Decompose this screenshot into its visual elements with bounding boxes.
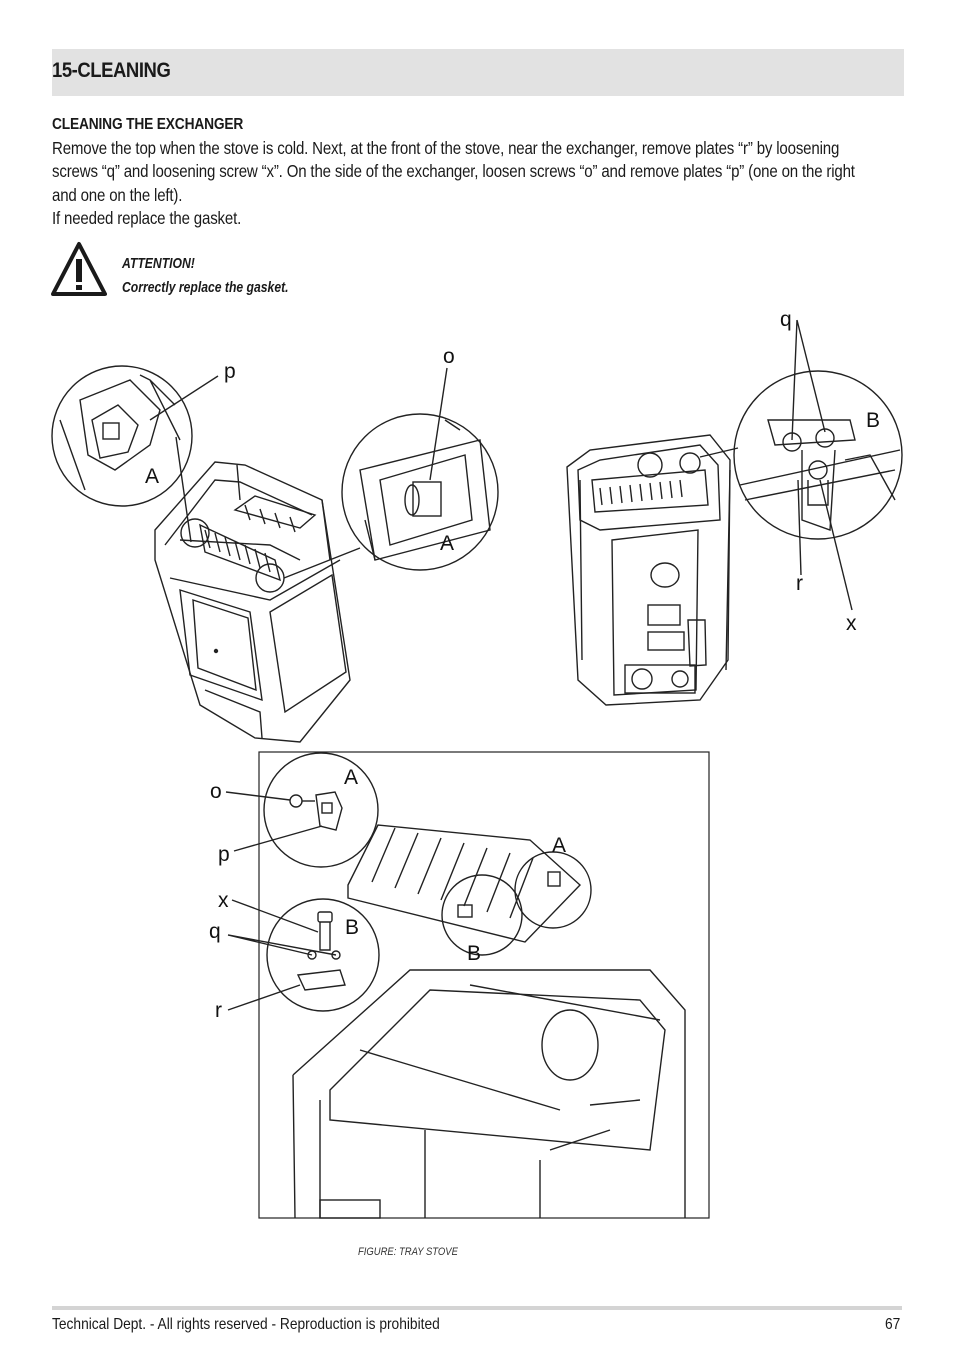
leader-lines-bottom xyxy=(225,791,337,1011)
label-p: p xyxy=(224,360,236,383)
label-o: o xyxy=(210,780,222,803)
label-x: x xyxy=(218,889,229,912)
label-b: B xyxy=(467,942,481,965)
label-b: B xyxy=(866,409,880,432)
instruction-line: Remove the top when the stove is cold. N… xyxy=(52,138,840,158)
footer-text: Technical Dept. - All rights reserved - … xyxy=(52,1316,440,1333)
label-q: q xyxy=(209,920,221,943)
exploded-view-drawing xyxy=(263,752,686,1219)
figure-caption: FIGURE: TRAY STOVE xyxy=(358,1246,458,1258)
subsection-heading: CLEANING THE EXCHANGER xyxy=(52,116,244,133)
exploded-view-frame xyxy=(258,751,710,1219)
label-o: o xyxy=(443,345,455,368)
attention-title: ATTENTION! xyxy=(122,256,195,272)
footer-divider xyxy=(52,1306,902,1310)
label-x: x xyxy=(846,612,857,635)
instruction-text: Remove the top when the stove is cold. N… xyxy=(52,137,903,230)
instruction-line: screws “q” and loosening screw “x”. On t… xyxy=(52,161,855,182)
leader-lines-top xyxy=(149,319,853,611)
section-header-bar: 15-CLEANING xyxy=(52,49,904,96)
label-q: q xyxy=(780,308,792,331)
right-stove-drawing xyxy=(566,434,739,706)
attention-text: Correctly replace the gasket. xyxy=(122,279,289,296)
tray-stove-figure: p A o A q B r x o A p A x q B B r xyxy=(51,308,903,1219)
instruction-line: and one on the left). xyxy=(52,184,183,205)
attention-note: ATTENTION! Correctly replace the gasket. xyxy=(122,253,289,300)
label-a: A xyxy=(145,465,159,488)
label-p: p xyxy=(218,843,230,866)
instruction-line: If needed replace the gasket. xyxy=(52,207,242,228)
page-number: 67 xyxy=(885,1316,901,1333)
detail-circle-o xyxy=(283,413,499,579)
left-stove-drawing xyxy=(154,461,351,743)
label-a: A xyxy=(440,532,454,555)
warning-triangle-icon xyxy=(51,242,107,296)
label-r: r xyxy=(215,999,222,1022)
label-a: A xyxy=(344,766,358,789)
callout-labels: p A o A q B r x o A p A x q B B r xyxy=(145,308,880,1022)
label-a: A xyxy=(552,834,566,857)
detail-circle-b-top xyxy=(733,370,903,540)
label-b: B xyxy=(345,916,359,939)
detail-circle-p xyxy=(51,365,193,543)
label-r: r xyxy=(796,572,803,595)
section-title: 15-CLEANING xyxy=(52,59,171,82)
